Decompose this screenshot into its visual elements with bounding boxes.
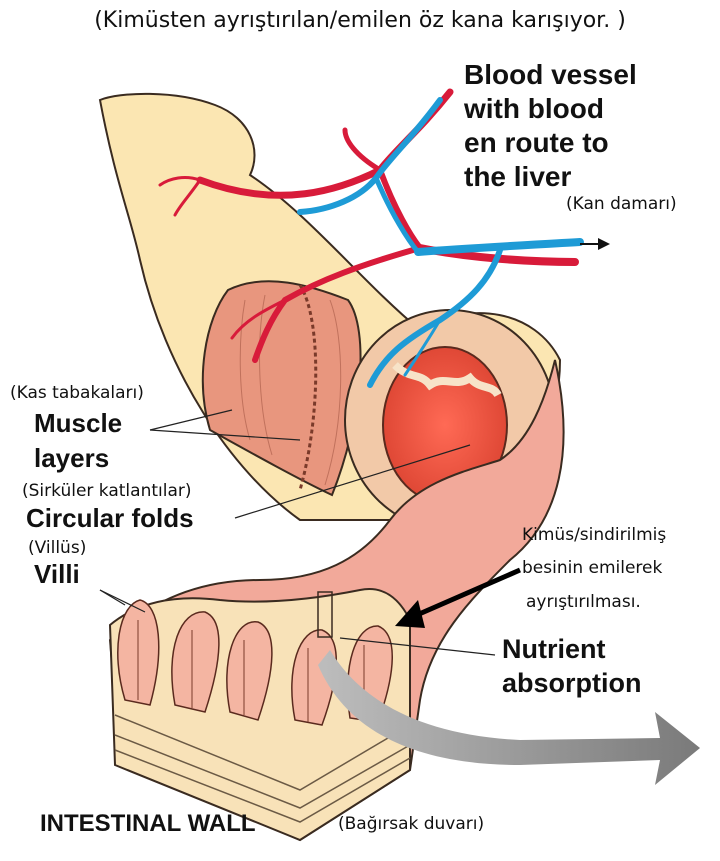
muscle-label-line1: Muscle bbox=[34, 408, 123, 438]
circular-folds-label: Circular folds bbox=[26, 503, 194, 533]
villi-label: Villi bbox=[34, 559, 80, 589]
leader-lines bbox=[99, 409, 496, 656]
intestinal-wall-tr-label: (Bağırsak duvarı) bbox=[338, 814, 485, 834]
intestinal-wall-label: INTESTINAL WALL bbox=[40, 810, 256, 837]
circular-folds-tr-label: (Sirküler katlantılar) bbox=[22, 481, 192, 501]
blood-vessel-label-line1: Blood vessel bbox=[464, 59, 637, 90]
villus-highlight-box bbox=[317, 591, 333, 638]
absorption-arrow bbox=[318, 650, 700, 785]
villi-group bbox=[117, 599, 393, 726]
villus bbox=[226, 621, 273, 721]
blood-vessel-label-line4: the liver bbox=[464, 161, 572, 192]
vein-branches bbox=[297, 97, 584, 388]
villus bbox=[291, 629, 337, 726]
blood-vessel-label-line2: with blood bbox=[464, 93, 604, 124]
chyme-note-line2: besinin emilerek bbox=[522, 558, 663, 578]
muscle-label-line2: layers bbox=[34, 443, 110, 473]
muscle-band-inner-line bbox=[298, 284, 318, 491]
chyme-note-line3: ayrıştırılması. bbox=[526, 592, 641, 612]
muscle-band bbox=[201, 280, 362, 497]
chyme-note-line1: Kimüs/sindirilmiş bbox=[522, 525, 667, 545]
muscle-tr-label: (Kas tabakaları) bbox=[10, 383, 144, 403]
nutrient-label-line1: Nutrient bbox=[502, 634, 606, 664]
blood-vessel-tr-label: (Kan damarı) bbox=[566, 194, 677, 214]
flow-arrow bbox=[580, 238, 610, 250]
villus bbox=[171, 611, 220, 713]
blood-vessel-label-line3: en route to bbox=[464, 127, 609, 158]
top-note: (Kimüsten ayrıştırılan/emilen öz kana ka… bbox=[94, 8, 626, 33]
nutrient-label-line2: absorption bbox=[502, 668, 642, 698]
villi-tr-label: (Villüs) bbox=[28, 538, 87, 558]
chyme-pointer-arrow bbox=[395, 567, 521, 628]
